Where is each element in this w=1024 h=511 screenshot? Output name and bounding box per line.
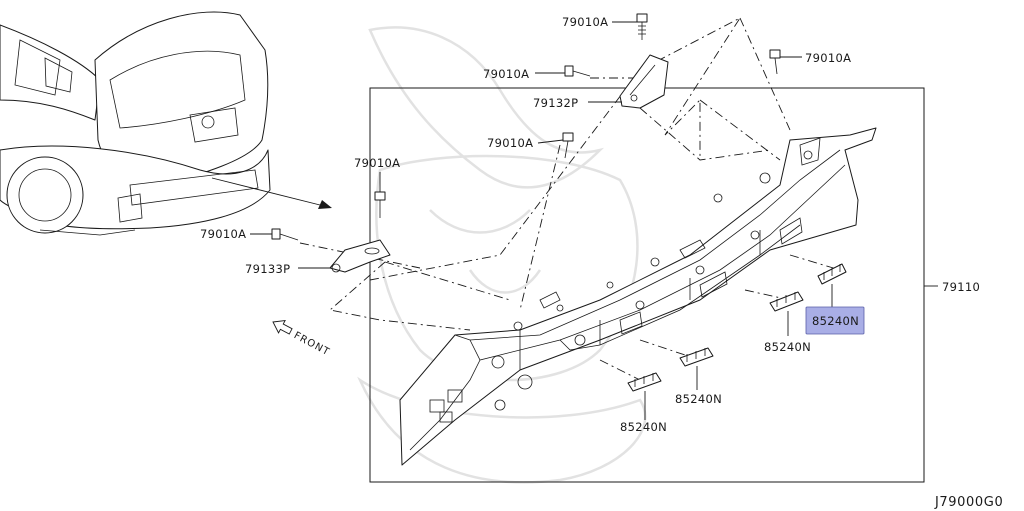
bolt-icon-3 (769, 49, 781, 75)
upper-bracket-part (619, 54, 669, 109)
bolt-icon-1 (636, 13, 648, 40)
label-clip-4[interactable]: 85240N (620, 420, 667, 434)
vehicle-rear-view (0, 11, 271, 236)
label-clip-2[interactable]: 85240N (764, 340, 811, 354)
label-bolt-2[interactable]: 79010A (483, 67, 529, 81)
bolt-icon-2 (564, 65, 591, 77)
front-label: FRONT (292, 330, 332, 358)
label-clip-3[interactable]: 85240N (675, 392, 722, 406)
label-bracket-lower[interactable]: 79133P (245, 262, 290, 276)
watermark-emblem (357, 26, 647, 484)
label-bolt-4[interactable]: 79010A (487, 136, 533, 150)
bolt-icon-6 (271, 228, 299, 241)
label-clip-1[interactable]: 85240N (812, 314, 859, 328)
bolt-icon-4 (562, 132, 574, 159)
rear-panel-part (399, 127, 877, 466)
clip-icon-1 (817, 263, 847, 285)
label-bracket-upper[interactable]: 79132P (533, 96, 578, 110)
arrow-left-icon (272, 319, 293, 335)
label-bolt-5[interactable]: 79010A (354, 156, 400, 170)
clip-icon-3 (679, 347, 714, 367)
label-bolt-1[interactable]: 79010A (562, 15, 608, 29)
label-bolt-6[interactable]: 79010A (200, 227, 246, 241)
label-panel[interactable]: 79110 (942, 280, 980, 294)
diagram-code: J79000G0 (934, 495, 1003, 510)
highlight-box (805, 306, 865, 335)
front-direction-indicator: FRONT (272, 319, 332, 358)
clip-icon-4 (627, 372, 662, 392)
lower-bracket-part (329, 239, 391, 273)
label-bolt-3[interactable]: 79010A (805, 51, 851, 65)
clip-icon-2 (769, 291, 804, 312)
projection-lines (299, 16, 841, 381)
callout-arrow (211, 177, 332, 209)
leader-lines (250, 21, 938, 420)
